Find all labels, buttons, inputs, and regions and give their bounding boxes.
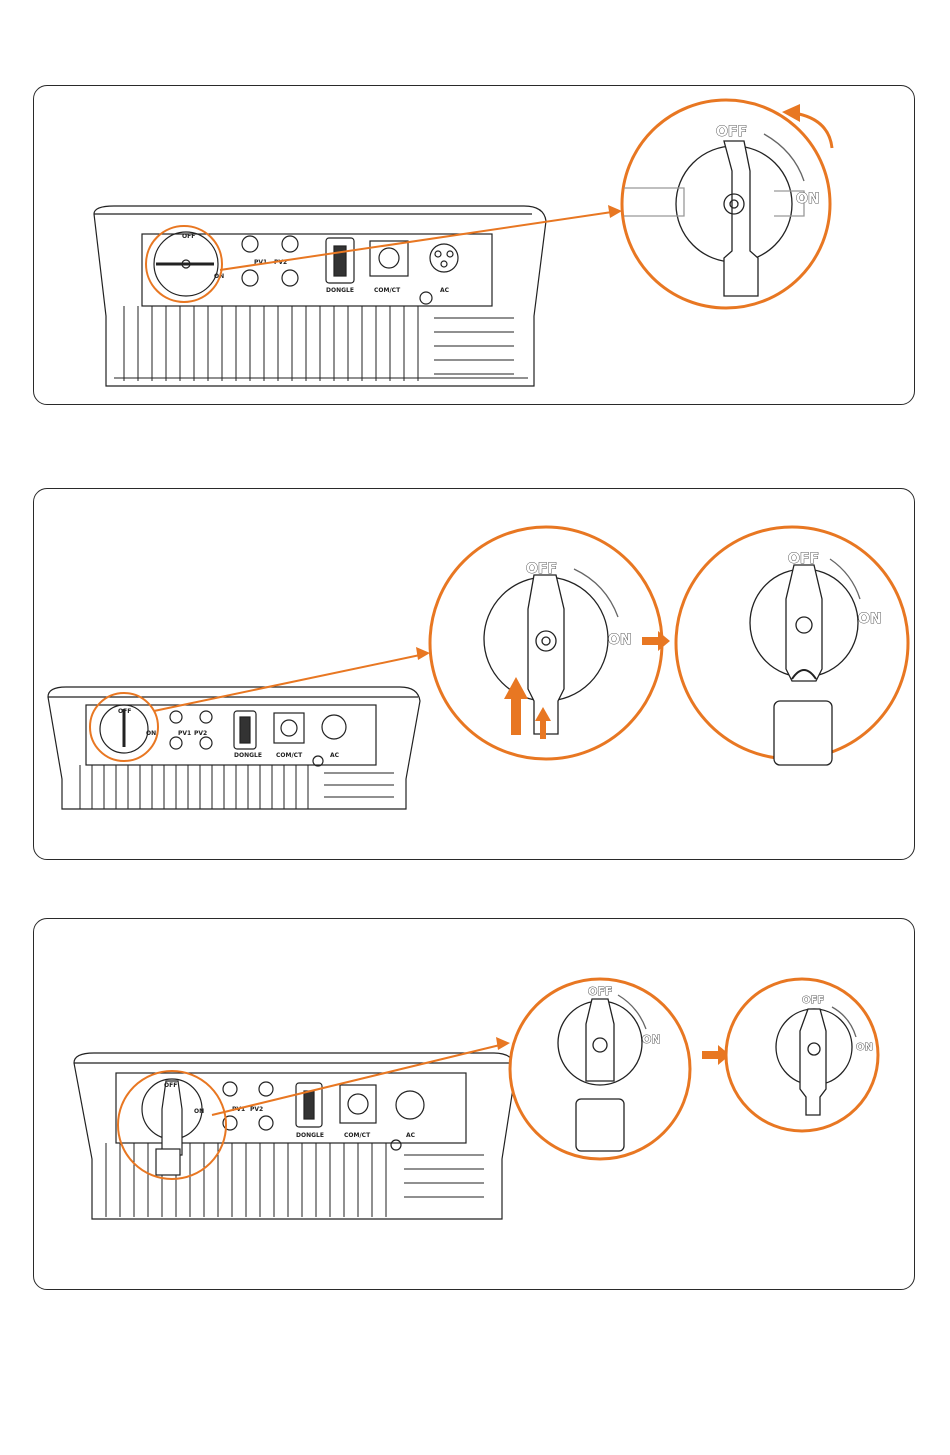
pv2-label: PV2 bbox=[250, 1106, 263, 1113]
dongle-label: DONGLE bbox=[326, 287, 354, 294]
step-panel-3: OFF ON PV1 PV2 DONGLE COM/CT AC OFF ON bbox=[33, 918, 915, 1290]
step-panel-1: OFF ON PV1 PV2 DONGLE COM/CT AC OFF ON bbox=[33, 85, 915, 405]
inverter-unit bbox=[74, 1053, 516, 1219]
dc-switch-on-label: ON bbox=[146, 730, 156, 737]
zoom-off-label: OFF bbox=[716, 124, 747, 140]
zoom1-off-label: OFF bbox=[588, 985, 612, 998]
dc-switch-on-label: ON bbox=[194, 1108, 204, 1115]
padlock-icon bbox=[576, 1099, 624, 1151]
zoom2-off-label: OFF bbox=[802, 995, 824, 1006]
ac-label: AC bbox=[440, 287, 450, 294]
padlock-icon bbox=[774, 701, 832, 765]
ac-label: AC bbox=[406, 1132, 416, 1139]
ac-label: AC bbox=[330, 752, 340, 759]
pv2-label: PV2 bbox=[194, 730, 207, 737]
zoom1-on-label: ON bbox=[608, 632, 632, 648]
step-1-illustration: OFF ON PV1 PV2 DONGLE COM/CT AC OFF ON bbox=[34, 86, 916, 406]
zoom1-on-label: ON bbox=[642, 1033, 661, 1046]
dc-switch-off-label: OFF bbox=[182, 233, 195, 240]
comm-label: COM/CT bbox=[344, 1132, 371, 1139]
step-2-illustration: OFF ON PV1 PV2 DONGLE COM/CT AC OFF ON bbox=[34, 489, 916, 861]
comm-label: COM/CT bbox=[276, 752, 303, 759]
dc-switch-off-label: OFF bbox=[164, 1082, 177, 1089]
zoom-on-label: ON bbox=[796, 191, 820, 207]
dongle-label: DONGLE bbox=[296, 1132, 324, 1139]
zoom2-off-label: OFF bbox=[788, 551, 819, 567]
zoom1-off-label: OFF bbox=[526, 561, 557, 577]
step-panel-2: OFF ON PV1 PV2 DONGLE COM/CT AC OFF ON bbox=[33, 488, 915, 860]
zoom2-on-label: ON bbox=[856, 1042, 873, 1053]
dc-switch-off-label: OFF bbox=[118, 708, 131, 715]
heatsink-fins bbox=[106, 306, 534, 386]
pointer-arrow bbox=[154, 655, 420, 711]
inverter-unit bbox=[48, 687, 420, 809]
dongle-label: DONGLE bbox=[234, 752, 262, 759]
pv-label: PV1 bbox=[178, 730, 191, 737]
step-3-illustration: OFF ON PV1 PV2 DONGLE COM/CT AC OFF ON bbox=[34, 919, 916, 1291]
zoom2-on-label: ON bbox=[858, 611, 882, 627]
comm-label: COM/CT bbox=[374, 287, 401, 294]
